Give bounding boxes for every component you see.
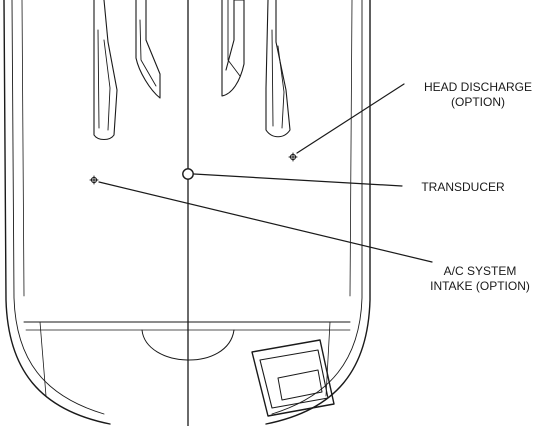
leader-transducer [193, 173, 403, 187]
ac-intake-label-line2: INTAKE (OPTION) [430, 279, 530, 293]
ac-intake-fitting [89, 175, 99, 185]
leader-head-discharge [296, 83, 405, 154]
head-discharge-fitting [288, 152, 298, 162]
transom-cutout [141, 329, 235, 361]
transducer-marker [182, 168, 194, 180]
transducer-label-text: TRANSDUCER [421, 180, 505, 194]
strake-left-outer [93, 0, 118, 141]
head-discharge-label: HEAD DISCHARGE (OPTION) [404, 80, 552, 110]
hull-chine [21, 0, 353, 297]
ac-intake-label: A/C SYSTEM INTAKE (OPTION) [408, 264, 552, 294]
leader-ac-intake [98, 181, 433, 263]
hull-inner-outline [11, 0, 363, 415]
strake-right-outer [265, 0, 291, 138]
head-discharge-label-line1: HEAD DISCHARGE [423, 80, 533, 94]
head-discharge-label-line2: (OPTION) [451, 95, 505, 109]
transducer-label: TRANSDUCER [404, 180, 522, 195]
drive-housing [251, 339, 335, 417]
hull-outline [3, 0, 371, 425]
ac-intake-label-line1: A/C SYSTEM [443, 264, 517, 278]
strake-right-inner [221, 0, 245, 97]
strake-left-inner [135, 0, 161, 99]
